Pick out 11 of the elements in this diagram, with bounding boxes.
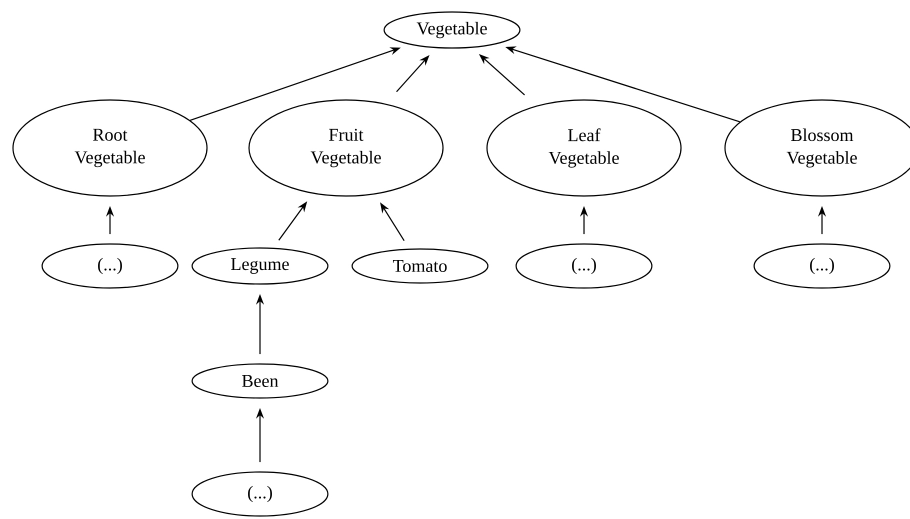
ellipse-node: Vegetable — [384, 11, 520, 49]
ellipse-node: Leaf Vegetable — [486, 99, 682, 197]
ellipse-node: Root Vegetable — [12, 99, 208, 197]
ellipse-node: Tomato — [352, 248, 488, 284]
ellipse-node: Legume — [192, 247, 328, 285]
ellipse-node: (...) — [42, 243, 178, 289]
ellipse-node: (...) — [192, 471, 328, 517]
ellipse-node: Fruit Vegetable — [248, 99, 444, 197]
ellipse-node: (...) — [516, 243, 652, 289]
ellipse-node: Been — [192, 363, 328, 399]
ellipse-node: (...) — [754, 243, 890, 289]
